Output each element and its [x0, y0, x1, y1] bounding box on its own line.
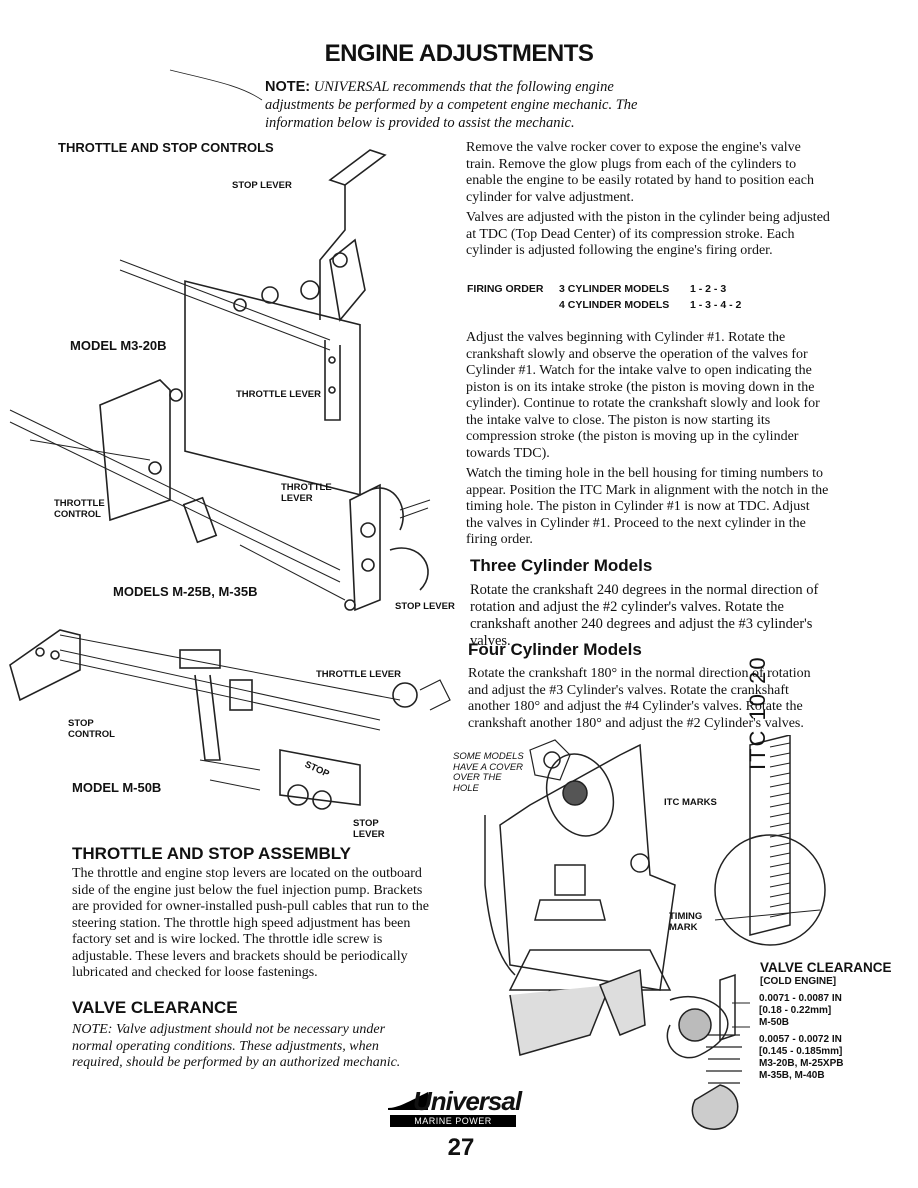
intro-note: NOTE: UNIVERSAL recommends that the foll…	[265, 78, 645, 132]
label-some-models-cover: SOME MODELS HAVE A COVER OVER THE HOLE	[453, 751, 524, 794]
itc-scale-text: ITC 10 20	[745, 655, 770, 770]
firing-row1-order: 1 - 2 - 3	[690, 283, 727, 295]
label-stop-lever: STOP LEVER	[232, 180, 292, 191]
heading-throttle-stop-controls: THROTTLE AND STOP CONTROLS	[58, 140, 274, 155]
logo-tagline: MARINE POWER	[390, 1115, 516, 1127]
timing-valve-figure	[484, 735, 826, 1130]
wave-logo-icon	[388, 1092, 428, 1110]
label-model-m50b: MODEL M-50B	[72, 780, 162, 795]
throttle-stop-drawings	[9, 69, 451, 810]
heading-valve-clearance: VALVE CLEARANCE	[72, 998, 238, 1017]
firing-order-label: FIRING ORDER	[467, 283, 544, 295]
heading-throttle-stop-assembly: THROTTLE AND STOP ASSEMBLY	[72, 844, 351, 863]
three-cylinder-text: Rotate the crankshaft 240 degrees in the…	[470, 582, 819, 649]
clearance-line1: 0.0071 - 0.0087 IN	[759, 993, 842, 1004]
clearance-line7: M-35B, M-40B	[759, 1070, 825, 1081]
label-stop-control: STOP CONTROL	[68, 718, 115, 740]
label-throttle-lever: THROTTLE LEVER	[236, 389, 321, 400]
note-label: NOTE:	[265, 79, 311, 95]
label-models-m25b-m35b: MODELS M-25B, M-35B	[113, 584, 258, 599]
clearance-line4: 0.0057 - 0.0072 IN	[759, 1034, 842, 1045]
four-cylinder-text: Rotate the crankshaft 180° in the normal…	[468, 666, 811, 731]
label-timing-mark: TIMING MARK	[669, 911, 703, 933]
logo-brand: Universal	[413, 1086, 522, 1116]
label-stop-lever-3: STOP LEVER	[353, 818, 385, 840]
page-number: 27	[447, 1134, 475, 1161]
valve-note: NOTE: Valve adjustment should not be nec…	[72, 1022, 401, 1070]
paragraph-timing-hole: Watch the timing hole in the bell housin…	[466, 466, 829, 547]
label-model-m3-20b: MODEL M3-20B	[70, 338, 167, 353]
assembly-text: The throttle and engine stop levers are …	[72, 866, 429, 980]
heading-three-cylinder: Three Cylinder Models	[470, 556, 653, 575]
label-itc-marks: ITC MARKS	[664, 797, 717, 808]
clearance-line2: [0.18 - 0.22mm]	[759, 1005, 832, 1016]
firing-row1-model: 3 CYLINDER MODELS	[559, 283, 670, 295]
clearance-heading: VALVE CLEARANCE	[760, 960, 892, 975]
label-stop-lever-2: STOP LEVER	[395, 601, 455, 612]
clearance-line3: M-50B	[759, 1017, 790, 1028]
firing-row2-order: 1 - 3 - 4 - 2	[690, 299, 742, 311]
heading-four-cylinder: Four Cylinder Models	[468, 640, 642, 659]
clearance-line6: M3-20B, M-25XPB	[759, 1058, 844, 1069]
paragraph-cylinder-1: Adjust the valves beginning with Cylinde…	[466, 330, 820, 461]
paragraph-rocker-cover: Remove the valve rocker cover to expose …	[466, 140, 814, 205]
label-throttle-lever-3: THROTTLE LEVER	[316, 669, 401, 680]
label-throttle-lever-2: THROTTLE LEVER	[281, 482, 332, 504]
label-throttle-control: THROTTLE CONTROL	[54, 498, 105, 520]
clearance-sub: [COLD ENGINE]	[760, 976, 837, 987]
paragraph-tdc: Valves are adjusted with the piston in t…	[466, 210, 830, 258]
note-text: UNIVERSAL recommends that the following …	[265, 79, 638, 131]
clearance-line5: [0.145 - 0.185mm]	[759, 1046, 843, 1057]
page-title: ENGINE ADJUSTMENTS	[324, 40, 594, 67]
firing-row2-model: 4 CYLINDER MODELS	[559, 299, 670, 311]
